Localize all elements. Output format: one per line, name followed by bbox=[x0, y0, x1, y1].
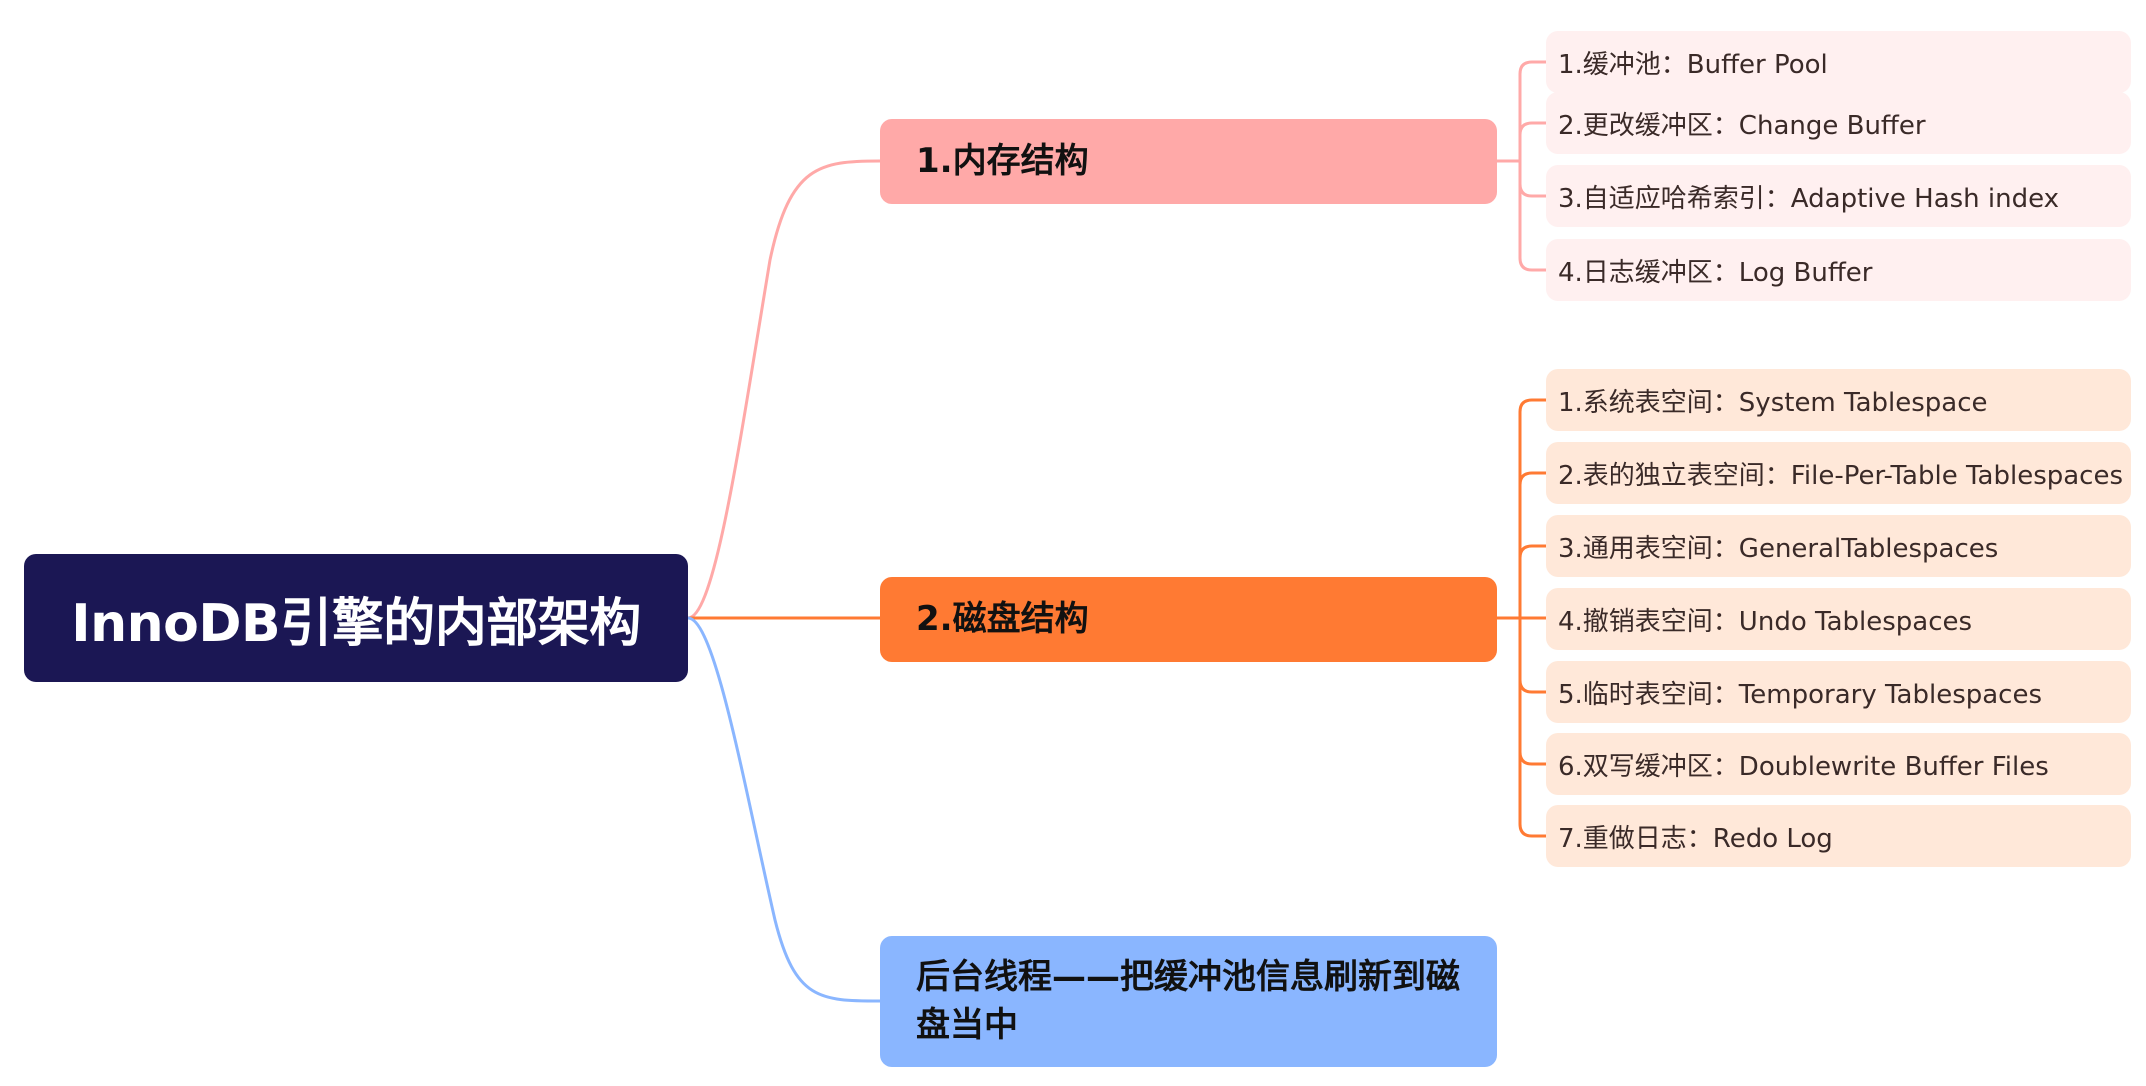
leaf-label: 3.自适应哈希索引：Adaptive Hash index bbox=[1558, 183, 2060, 214]
leaf-redo-log[interactable]: 7.重做日志：Redo Log bbox=[1546, 805, 2131, 867]
connector-branch2-leaf3 bbox=[1518, 544, 1546, 559]
connector-branch2-leaf5 bbox=[1518, 679, 1546, 694]
leaf-temporary-tablespaces[interactable]: 5.临时表空间：Temporary Tablespaces bbox=[1546, 661, 2131, 723]
connector-branch1-rail bbox=[1518, 60, 1533, 272]
leaf-label: 6.双写缓冲区：Doublewrite Buffer Files bbox=[1558, 751, 2049, 782]
leaf-label: 3.通用表空间：GeneralTablespaces bbox=[1558, 533, 1999, 564]
connector-branch1-leaf3 bbox=[1518, 183, 1546, 198]
leaf-change-buffer[interactable]: 2.更改缓冲区：Change Buffer bbox=[1546, 92, 2131, 154]
leaf-system-tablespace[interactable]: 1.系统表空间：System Tablespace bbox=[1546, 369, 2131, 431]
connector-branch2-leaf6 bbox=[1518, 751, 1546, 766]
branch-background-threads[interactable]: 后台线程——把缓冲池信息刷新到磁盘当中 bbox=[880, 936, 1497, 1067]
leaf-label: 2.表的独立表空间：File-Per-Table Tablespaces bbox=[1558, 460, 2124, 491]
branch-label: 2.磁盘结构 bbox=[916, 598, 1089, 639]
branch-label: 后台线程——把缓冲池信息刷新到磁盘当中 bbox=[916, 956, 1460, 1045]
connector-branch2-leaf2 bbox=[1518, 471, 1546, 486]
root-topic-label: InnoDB引擎的内部架构 bbox=[71, 593, 641, 654]
leaf-label: 4.日志缓冲区：Log Buffer bbox=[1558, 257, 1873, 288]
leaf-buffer-pool[interactable]: 1.缓冲池：Buffer Pool bbox=[1546, 31, 2131, 93]
connector-root-branch3 bbox=[687, 616, 881, 1003]
leaf-undo-tablespaces[interactable]: 4.撤销表空间：Undo Tablespaces bbox=[1546, 588, 2131, 650]
leaf-adaptive-hash-index[interactable]: 3.自适应哈希索引：Adaptive Hash index bbox=[1546, 165, 2131, 227]
leaf-label: 1.系统表空间：System Tablespace bbox=[1558, 387, 1988, 418]
branch-label: 1.内存结构 bbox=[916, 140, 1089, 181]
leaf-general-tablespaces[interactable]: 3.通用表空间：GeneralTablespaces bbox=[1546, 515, 2131, 577]
leaf-label: 5.临时表空间：Temporary Tablespaces bbox=[1558, 679, 2043, 710]
leaf-doublewrite-buffer-files[interactable]: 6.双写缓冲区：Doublewrite Buffer Files bbox=[1546, 733, 2131, 795]
root-topic[interactable]: InnoDB引擎的内部架构 bbox=[24, 554, 688, 682]
leaf-label: 4.撤销表空间：Undo Tablespaces bbox=[1558, 606, 1973, 637]
leaf-label: 2.更改缓冲区：Change Buffer bbox=[1558, 110, 1926, 141]
branch-memory-structure[interactable]: 1.内存结构 bbox=[880, 119, 1497, 204]
connector-root-branch1 bbox=[687, 159, 881, 620]
leaf-label: 1.缓冲池：Buffer Pool bbox=[1558, 49, 1828, 80]
leaf-log-buffer[interactable]: 4.日志缓冲区：Log Buffer bbox=[1546, 239, 2131, 301]
branch-disk-structure[interactable]: 2.磁盘结构 bbox=[880, 577, 1497, 662]
leaf-label: 7.重做日志：Redo Log bbox=[1558, 823, 1833, 854]
connector-branch1-leaf2 bbox=[1518, 121, 1546, 136]
leaf-file-per-table-tablespaces[interactable]: 2.表的独立表空间：File-Per-Table Tablespaces bbox=[1546, 442, 2131, 504]
